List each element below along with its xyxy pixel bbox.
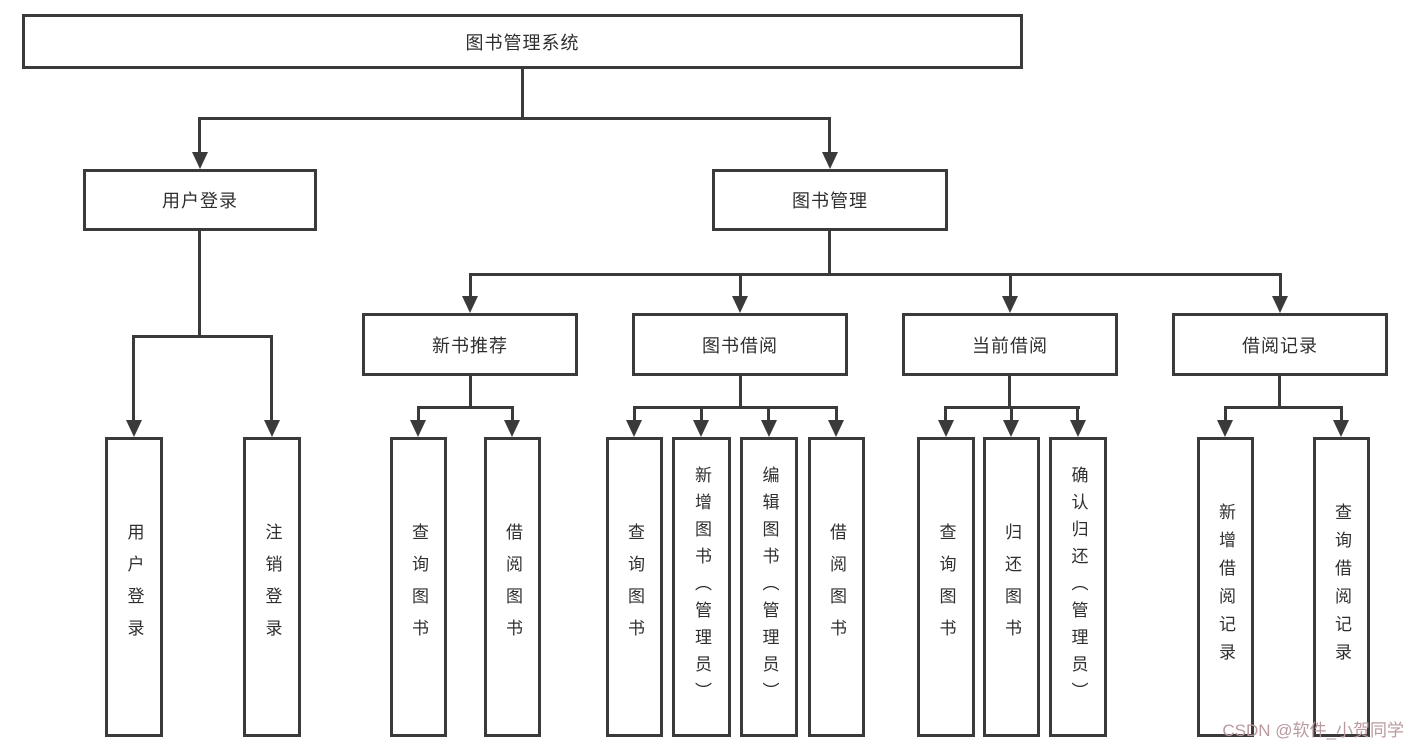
leaf-recommend-query-book: 查询图书 (390, 437, 447, 737)
arrow-current-confirm (1070, 420, 1086, 437)
arrow-records-add (1217, 420, 1233, 437)
leaf-logout-login: 注销登录 (243, 437, 301, 737)
arrow-leaf-logout (264, 420, 280, 437)
arrow-borrow-edit (761, 420, 777, 437)
connector-drop-borrow-add (700, 406, 703, 421)
connector-user-login-stub (198, 231, 201, 335)
node-new-book-recommend: 新书推荐 (362, 313, 578, 376)
connector-drop-leaf-user-login (132, 335, 135, 421)
connector-drop-book-management (828, 117, 831, 153)
arrow-records-query (1333, 420, 1349, 437)
arrow-borrow-borrow (828, 420, 844, 437)
leaf-borrow-borrow-book: 借阅图书 (808, 437, 865, 737)
connector-drop-borrow-records (1279, 273, 1282, 297)
connector-drop-records-add (1224, 406, 1227, 421)
connector-drop-recommend-borrow (511, 406, 514, 421)
connector-drop-recommend-query (417, 406, 420, 421)
connector-drop-book-borrow (739, 273, 742, 297)
connector-drop-borrow-borrow (835, 406, 838, 421)
leaf-records-query-borrow-record: 查询借阅记录 (1313, 437, 1370, 737)
node-library-management-system: 图书管理系统 (22, 14, 1023, 69)
csdn-watermark: CSDN @软件_小贺同学 (1222, 721, 1404, 740)
connector-drop-current-borrow (1009, 273, 1012, 297)
connector-drop-current-return (1010, 406, 1013, 421)
connector-recommend-rail (417, 406, 514, 409)
connector-root-stub (521, 69, 524, 117)
arrow-borrow-query (626, 420, 642, 437)
arrow-new-book-recommend (462, 296, 478, 313)
arrow-user-login (192, 152, 208, 169)
connector-drop-new-book-recommend (469, 273, 472, 297)
leaf-user-login: 用户登录 (105, 437, 163, 737)
leaf-borrow-add-book-admin: 新增图书（管理员） (672, 437, 731, 737)
node-current-borrow: 当前借阅 (902, 313, 1118, 376)
arrow-current-return (1003, 420, 1019, 437)
leaf-recommend-borrow-book: 借阅图书 (484, 437, 541, 737)
connector-drop-borrow-edit (767, 406, 770, 421)
connector-level2-rail (199, 117, 831, 120)
connector-drop-current-query (944, 406, 947, 421)
leaf-current-query-book: 查询图书 (917, 437, 975, 737)
leaf-borrow-edit-book-admin: 编辑图书（管理员） (740, 437, 798, 737)
connector-borrow-rail (633, 406, 838, 409)
connector-level3-rail (469, 273, 1282, 276)
arrow-leaf-user-login (126, 420, 142, 437)
arrow-current-query (938, 420, 954, 437)
connector-drop-user-login (198, 117, 201, 153)
node-book-management: 图书管理 (712, 169, 948, 231)
connector-records-rail (1224, 406, 1343, 409)
connector-drop-borrow-query (633, 406, 636, 421)
leaf-records-add-borrow-record: 新增借阅记录 (1197, 437, 1254, 737)
connector-drop-current-confirm (1076, 406, 1079, 421)
arrow-current-borrow (1002, 296, 1018, 313)
arrow-book-management (822, 152, 838, 169)
connector-borrow-stub (739, 376, 742, 406)
arrow-borrow-records (1272, 296, 1288, 313)
arrow-borrow-add (693, 420, 709, 437)
connector-book-management-stub (828, 231, 831, 273)
connector-recommend-stub (469, 376, 472, 406)
node-user-login: 用户登录 (83, 169, 317, 231)
leaf-current-confirm-return-admin: 确认归还（管理员） (1049, 437, 1107, 737)
node-book-borrow: 图书借阅 (632, 313, 848, 376)
node-borrow-records: 借阅记录 (1172, 313, 1388, 376)
connector-drop-leaf-logout (270, 335, 273, 421)
leaf-current-return-book: 归还图书 (983, 437, 1040, 737)
connector-drop-records-query (1340, 406, 1343, 421)
connector-current-stub (1008, 376, 1011, 406)
arrow-recommend-borrow (504, 420, 520, 437)
arrow-book-borrow (732, 296, 748, 313)
connector-records-stub (1278, 376, 1281, 406)
connector-user-login-rail (132, 335, 273, 338)
leaf-borrow-query-book: 查询图书 (606, 437, 663, 737)
arrow-recommend-query (410, 420, 426, 437)
